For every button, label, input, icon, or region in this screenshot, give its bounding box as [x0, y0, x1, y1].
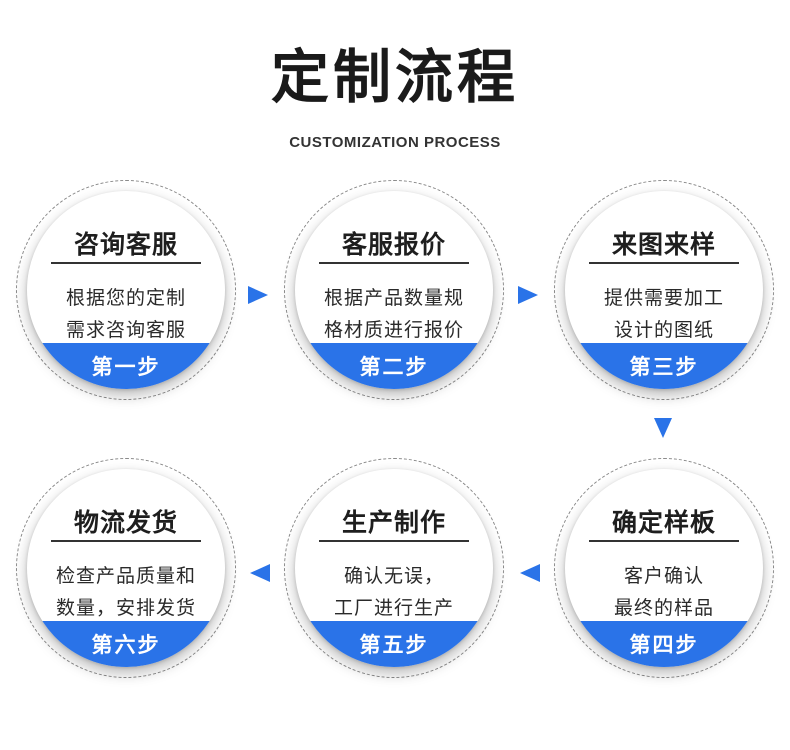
step-badge: 第四步: [629, 633, 699, 657]
step-6: 物流发货 检查产品质量和 数量，安排发货 第六步: [16, 458, 236, 678]
dashed-ring: [554, 180, 774, 400]
step-badge: 第一步: [91, 355, 161, 379]
dashed-ring: [554, 458, 774, 678]
step-badge-band: [27, 621, 225, 667]
step-5: 生产制作 确认无误， 工厂进行生产 第五步: [284, 458, 504, 678]
arrow-down-icon: [654, 418, 672, 438]
dashed-ring: [284, 180, 504, 400]
step-description-line-1: 确认无误，: [343, 565, 444, 587]
step-2: 客服报价 根据产品数量规 格材质进行报价 第二步: [284, 180, 504, 400]
arrow-left-icon: [520, 564, 540, 582]
step-badge-band: [295, 621, 493, 667]
step-title: 生产制作: [341, 508, 446, 537]
step-description-line-1: 根据您的定制: [65, 287, 186, 309]
step-description-line-1: 提供需要加工: [603, 287, 724, 309]
divider-line: [319, 262, 469, 264]
step-circle: 客服报价 根据产品数量规 格材质进行报价 第二步: [295, 191, 493, 389]
step-badge-band: [565, 343, 763, 389]
divider-line: [51, 262, 201, 264]
step-title: 确定样板: [611, 508, 716, 537]
step-circle: 生产制作 确认无误， 工厂进行生产 第五步: [295, 469, 493, 667]
step-4: 确定样板 客户确认 最终的样品 第四步: [554, 458, 774, 678]
arrow-right-icon: [518, 286, 538, 304]
step-3: 来图来样 提供需要加工 设计的图纸 第三步: [554, 180, 774, 400]
step-badge: 第三步: [629, 355, 699, 379]
step-description-line-2: 设计的图纸: [613, 319, 714, 341]
step-1: 咨询客服 根据您的定制 需求咨询客服 第一步: [16, 180, 236, 400]
arrow-right-icon: [248, 286, 268, 304]
step-circle: 来图来样 提供需要加工 设计的图纸 第三步: [565, 191, 763, 389]
step-title: 物流发货: [73, 508, 178, 537]
step-title: 咨询客服: [73, 230, 178, 259]
step-circle: 物流发货 检查产品质量和 数量，安排发货 第六步: [27, 469, 225, 667]
step-description-line-1: 客户确认: [623, 565, 704, 587]
step-badge: 第六步: [91, 633, 161, 657]
arrow-left-icon: [250, 564, 270, 582]
step-circle: 确定样板 客户确认 最终的样品 第四步: [565, 469, 763, 667]
divider-line: [589, 540, 739, 542]
step-title: 来图来样: [611, 230, 716, 259]
dashed-ring: [16, 458, 236, 678]
step-description-line-2: 数量，安排发货: [55, 597, 196, 619]
page-subtitle: CUSTOMIZATION PROCESS: [289, 134, 501, 151]
step-badge-band: [27, 343, 225, 389]
step-description-line-2: 格材质进行报价: [323, 319, 464, 341]
divider-line: [589, 262, 739, 264]
step-circle: 咨询客服 根据您的定制 需求咨询客服 第一步: [27, 191, 225, 389]
dashed-ring: [16, 180, 236, 400]
step-badge-band: [295, 343, 493, 389]
step-title: 客服报价: [341, 230, 446, 259]
step-description-line-2: 工厂进行生产: [333, 597, 454, 619]
step-description-line-2: 需求咨询客服: [65, 319, 186, 341]
step-badge: 第五步: [359, 633, 429, 657]
step-description-line-1: 检查产品质量和: [55, 565, 196, 587]
divider-line: [319, 540, 469, 542]
page-title: 定制流程: [270, 43, 519, 111]
step-badge-band: [565, 621, 763, 667]
step-description-line-2: 最终的样品: [613, 597, 714, 619]
step-badge: 第二步: [359, 355, 429, 379]
dashed-ring: [284, 458, 504, 678]
divider-line: [51, 540, 201, 542]
step-description-line-1: 根据产品数量规: [323, 287, 464, 309]
